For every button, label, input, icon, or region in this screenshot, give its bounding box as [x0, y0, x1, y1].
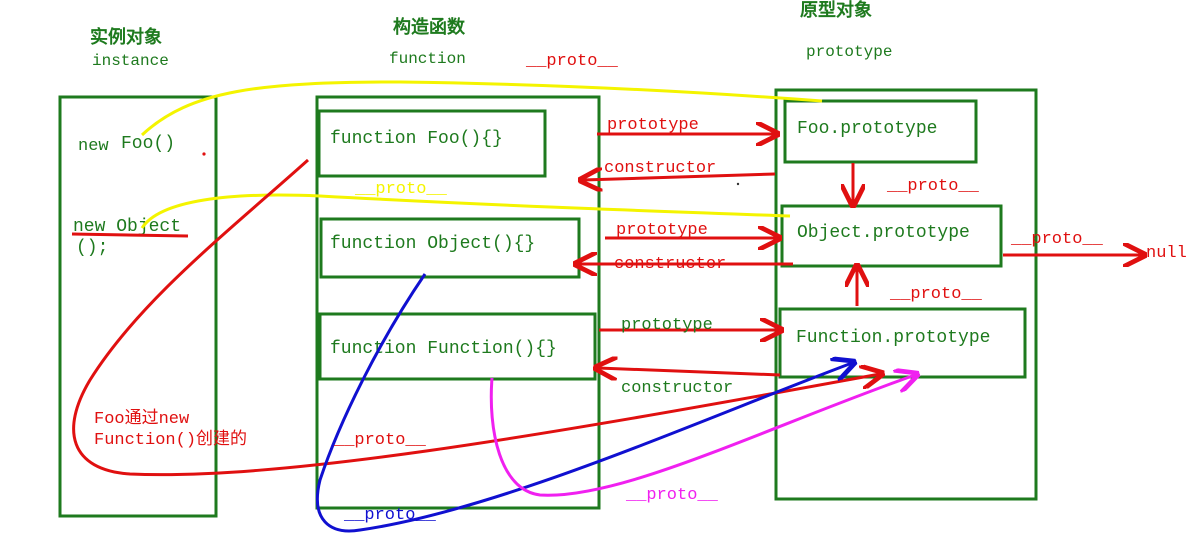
foo-constructor-edge-label: constructor [604, 159, 716, 178]
foo-prototype-label: Foo.prototype [797, 119, 937, 139]
instance-header-en: instance [92, 52, 169, 70]
object-instance-proto-curve [140, 193, 791, 229]
object-instance-underline [71, 232, 189, 238]
foo-box-proto-label: __proto__ [354, 180, 448, 199]
foo-created-by-function-curve [72, 158, 880, 477]
function-prototype-label: Function.prototype [796, 328, 990, 348]
prototype-header-en: prototype [806, 43, 892, 61]
object-prototype-label: Object.prototype [797, 223, 970, 243]
blue-proto-label: __proto__ [343, 506, 437, 525]
note-line2: Function()创建的 [94, 429, 247, 450]
magenta-proto-label: __proto__ [625, 486, 719, 505]
function-header-en: function [389, 50, 466, 68]
instance-header-cn: 实例对象 [90, 26, 162, 48]
foo-constructor-label: function Foo(){} [330, 129, 503, 149]
instance-column-box [58, 95, 218, 518]
object-constructor-edge-label: constructor [614, 255, 726, 274]
function-constructor-label: function Function(){} [330, 339, 557, 359]
new-object-line2: (); [76, 238, 108, 258]
prototype-column-box [774, 88, 1038, 501]
foo-prototype-box [783, 99, 978, 164]
object-proto-blue-curve [315, 273, 852, 533]
new-foo-call: Foo() [121, 134, 175, 154]
foo-constructor-box [317, 109, 547, 178]
new-object-line1: new Object [73, 217, 181, 237]
object-constructor-label: function Object(){} [330, 234, 535, 254]
foo-prototype-proto-label: __proto__ [886, 177, 980, 196]
function-constructor-box [318, 312, 597, 381]
foo-instance-proto-curve [140, 80, 823, 137]
foo-prototype-edge-label: prototype [607, 116, 699, 135]
function-prototype-edge-label: prototype [621, 316, 713, 335]
function-prototype-proto-label: __proto__ [889, 285, 983, 304]
top-proto-label: __proto__ [525, 52, 619, 71]
foo-constructor-arrow [583, 174, 776, 180]
function-constructor-edge-label: constructor [621, 379, 733, 398]
object-constructor-box [319, 217, 581, 279]
object-prototype-box [780, 204, 1003, 268]
function-constructor-arrow [598, 368, 781, 375]
function-column-proto-label: __proto__ [333, 431, 427, 450]
function-header-cn: 构造函数 [393, 16, 466, 38]
small-dot [736, 182, 740, 186]
prototype-header-cn: 原型对象 [800, 0, 872, 21]
object-prototype-proto-label: __proto__ [1010, 230, 1104, 249]
red-dot [202, 152, 206, 156]
new-foo-keyword: new [78, 137, 109, 156]
function-proto-magenta-curve [489, 375, 915, 497]
object-prototype-edge-label: prototype [616, 221, 708, 240]
note-line1: Foo通过new [94, 408, 190, 429]
null-label: null [1146, 244, 1187, 263]
